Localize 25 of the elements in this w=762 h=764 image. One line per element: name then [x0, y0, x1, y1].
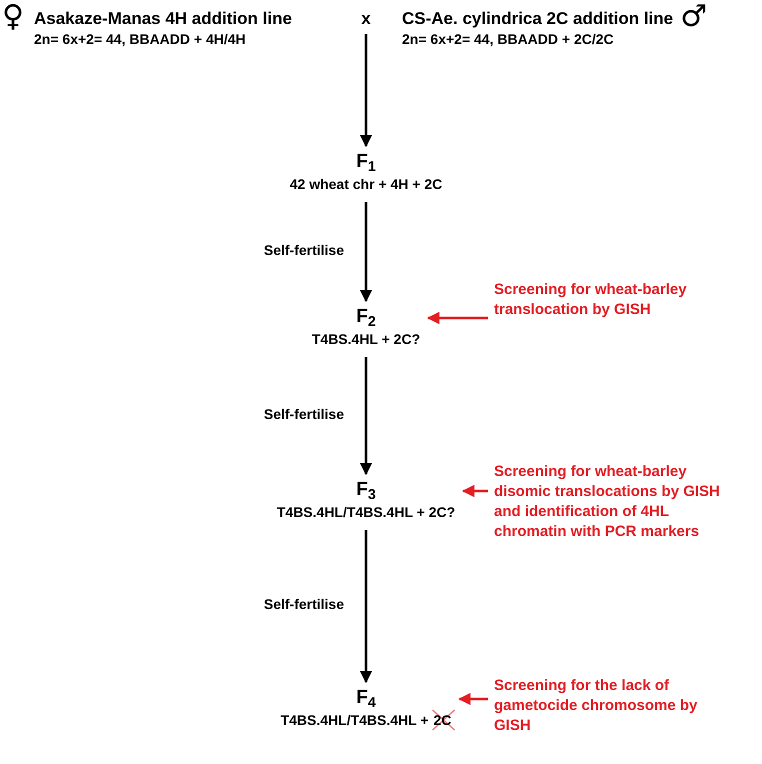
cross-symbol: x	[361, 8, 371, 30]
karyotype-formula: T4BS.4HL/T4BS.4HL + 2C?	[276, 503, 456, 522]
karyotype-formula: T4BS.4HL/T4BS.4HL +	[280, 711, 429, 730]
screening-note: Screening for the lack of gametocide chromosome by GISH	[494, 676, 698, 736]
karyotype-formula: 42 wheat chr + 4H + 2C	[290, 175, 442, 194]
arrow	[360, 202, 372, 302]
arrow	[360, 357, 372, 476]
parent-line-name: CS-Ae. cylindrica 2C addition line	[402, 8, 674, 30]
generation-label: F$_{3}$	[356, 478, 376, 502]
arrow	[458, 692, 488, 706]
parent-line-name: Asakaze-Manas 4H addition line	[34, 8, 292, 30]
screening-note: Screening for wheat-barley disomic translocations by GISH and identification of 4HL chromatin with PCR markers	[494, 462, 721, 542]
karyotype-formula: 2n= 6x+2= 44, BBAADD + 2C/2C	[402, 30, 615, 48]
arrow	[426, 312, 488, 324]
female-symbol: ♀	[2, 2, 24, 32]
generation-label: F$_{2}$	[356, 305, 376, 329]
generation-label: F$_{1}$	[356, 150, 376, 174]
generation-label: F$_{4}$	[356, 686, 376, 710]
arrow	[462, 484, 488, 498]
arrow	[360, 530, 372, 684]
karyotype-formula: T4BS.4HL + 2C?	[312, 330, 420, 349]
male-symbol: ♂	[680, 2, 708, 32]
screening-note: Screening for wheat-barley translocation by GISH	[494, 280, 688, 320]
karyotype-formula: 2n= 6x+2= 44, BBAADD + 4H/4H	[34, 30, 247, 48]
arrow	[360, 34, 372, 148]
